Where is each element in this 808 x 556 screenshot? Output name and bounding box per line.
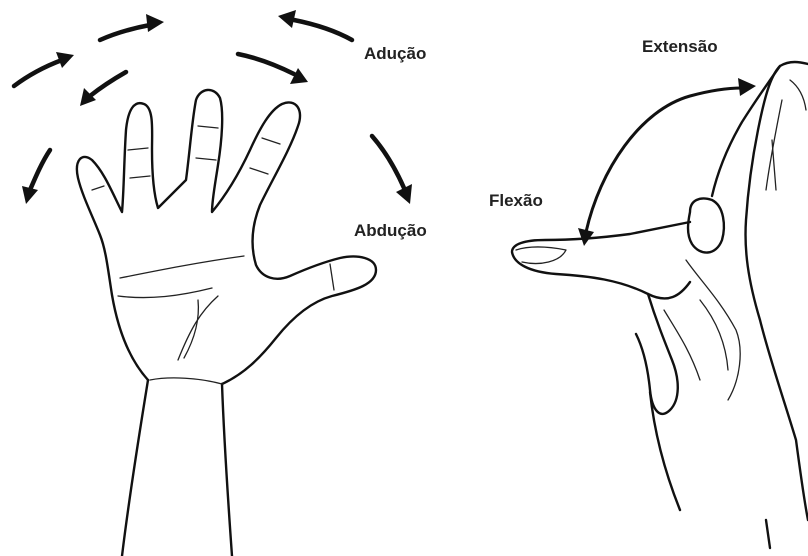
side-hand-illustration — [512, 62, 808, 548]
arrow-icon — [14, 60, 62, 86]
right-finger-line — [766, 100, 782, 190]
arrow-icon — [238, 54, 294, 74]
arrow-icon — [372, 136, 404, 188]
left-wrist-crease — [150, 378, 222, 384]
right-wrist-mark — [766, 520, 770, 548]
arc-arrow-line — [586, 88, 742, 232]
left-finger-joint — [198, 126, 218, 128]
left-finger-joint — [196, 158, 216, 160]
arrow-icon — [90, 72, 126, 96]
left-palm-crease — [120, 256, 244, 278]
open-hand-illustration — [77, 90, 376, 556]
left-palm-crease — [184, 300, 198, 358]
right-finger-line — [772, 140, 776, 190]
left-forearm — [122, 380, 148, 556]
label-extensao: Extensão — [642, 38, 718, 55]
right-thumb — [512, 222, 690, 298]
right-palm-outline — [636, 294, 678, 414]
left-palm-crease — [118, 288, 212, 298]
left-finger-joint — [130, 176, 150, 178]
arrow-icon — [30, 150, 50, 190]
right-fingernail — [790, 80, 806, 110]
label-flexao: Flexão — [489, 192, 543, 209]
right-palm-line — [664, 310, 700, 380]
arrow-icon — [146, 14, 164, 32]
left-finger-joint — [330, 264, 334, 290]
left-finger-joint — [128, 148, 148, 150]
left-hand-outline — [77, 90, 376, 384]
label-abducao: Abdução — [354, 222, 427, 239]
arrow-icon — [278, 10, 296, 28]
arrow-icon — [290, 68, 308, 84]
right-palm-line — [686, 260, 740, 400]
right-hand-outline — [746, 62, 808, 520]
left-finger-joint — [92, 186, 104, 190]
arrow-icon — [22, 186, 38, 204]
right-curled-finger — [688, 199, 724, 253]
arrow-icon — [294, 20, 352, 40]
right-thumbnail — [516, 247, 566, 264]
left-forearm — [222, 384, 232, 556]
arrow-icon — [738, 78, 756, 96]
left-finger-joint — [262, 138, 280, 144]
left-finger-joint — [250, 168, 268, 174]
label-aducao: Adução — [364, 45, 426, 62]
arrow-icon — [100, 25, 150, 40]
flexion-extension-arrow — [578, 78, 756, 246]
adduction-abduction-arrows — [14, 10, 412, 204]
